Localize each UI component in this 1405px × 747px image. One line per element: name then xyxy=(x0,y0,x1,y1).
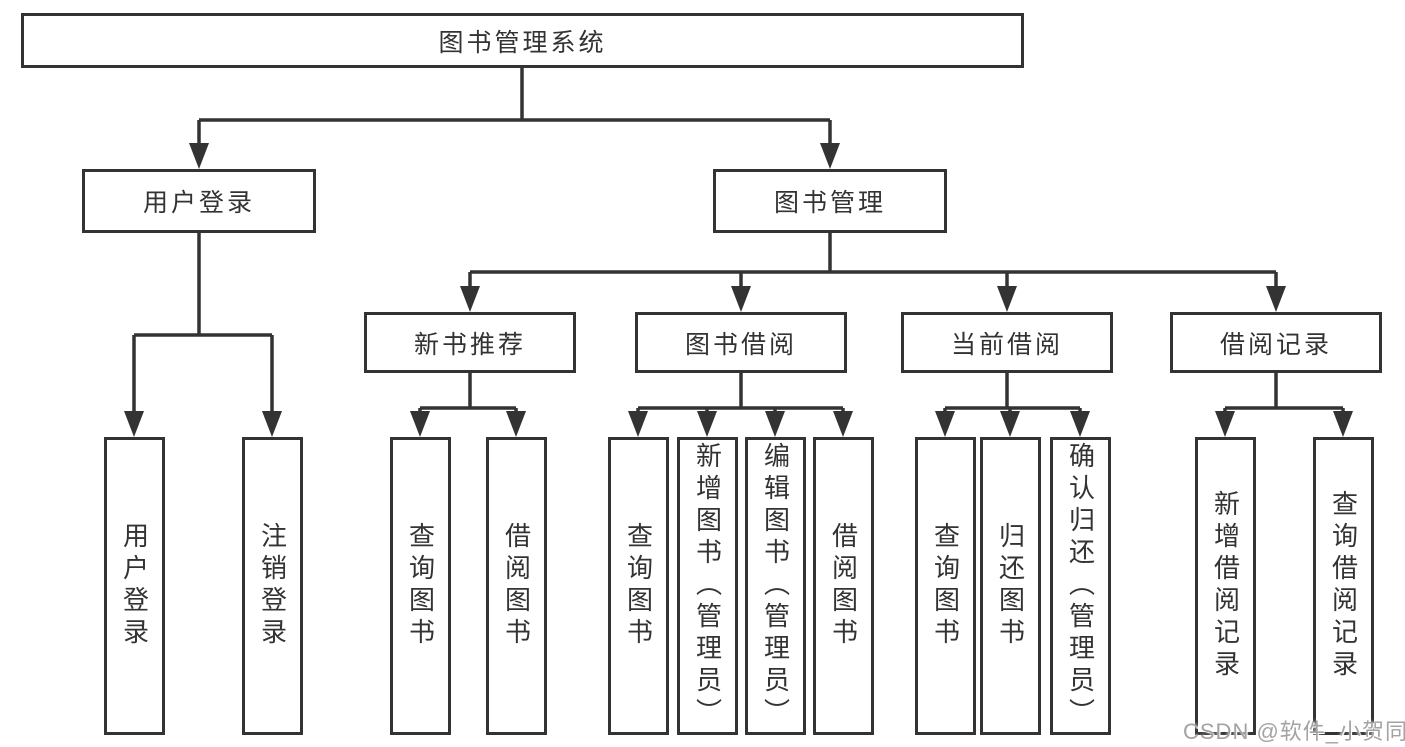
leaf-borrow-books-label: 借阅图书 xyxy=(828,522,859,650)
leaf-query-books-current: 查询图书 xyxy=(915,437,976,735)
leaf-confirm-return-admin-label: 确认归还（管理员） xyxy=(1065,442,1096,730)
leaf-edit-book-admin-label: 编辑图书（管理员） xyxy=(760,442,791,730)
node-book-borrow: 图书借阅 xyxy=(635,312,847,373)
node-book-management: 图书管理 xyxy=(713,169,947,233)
leaf-return-books: 归还图书 xyxy=(980,437,1041,735)
leaf-add-book-admin: 新增图书（管理员） xyxy=(677,437,738,735)
leaf-add-book-admin-label: 新增图书（管理员） xyxy=(692,442,723,730)
leaf-borrow-books-recommend-label: 借阅图书 xyxy=(501,522,532,650)
leaf-query-books-current-label: 查询图书 xyxy=(930,522,961,650)
node-user-login: 用户登录 xyxy=(82,169,316,233)
tree-edges xyxy=(132,68,1345,416)
node-current-borrow: 当前借阅 xyxy=(901,312,1113,373)
arrowheads xyxy=(124,143,1353,437)
leaf-logout-label: 注销登录 xyxy=(257,522,288,650)
node-new-book-recommend: 新书推荐 xyxy=(364,312,576,373)
leaf-add-borrow-record: 新增借阅记录 xyxy=(1195,437,1256,735)
leaf-query-books-recommend-label: 查询图书 xyxy=(405,522,436,650)
leaf-user-login-label: 用户登录 xyxy=(119,522,150,650)
leaf-confirm-return-admin: 确认归还（管理员） xyxy=(1050,437,1111,735)
leaf-query-borrow-record-label: 查询借阅记录 xyxy=(1328,490,1359,682)
node-new-book-recommend-label: 新书推荐 xyxy=(413,330,526,359)
leaf-query-borrow-record: 查询借阅记录 xyxy=(1313,437,1374,735)
node-root-label: 图书管理系统 xyxy=(438,28,607,57)
watermark: CSDN @软件_小贺同学 xyxy=(1183,719,1405,744)
leaf-borrow-books: 借阅图书 xyxy=(813,437,874,735)
leaf-edit-book-admin: 编辑图书（管理员） xyxy=(745,437,806,735)
node-borrow-records: 借阅记录 xyxy=(1170,312,1382,373)
leaf-query-books-borrow-label: 查询图书 xyxy=(623,522,654,650)
leaf-query-books-recommend: 查询图书 xyxy=(390,437,451,735)
node-book-management-label: 图书管理 xyxy=(773,189,886,217)
leaf-logout: 注销登录 xyxy=(242,437,303,735)
leaf-borrow-books-recommend: 借阅图书 xyxy=(486,437,547,735)
leaf-user-login: 用户登录 xyxy=(104,437,165,735)
leaf-return-books-label: 归还图书 xyxy=(995,522,1026,650)
node-current-borrow-label: 当前借阅 xyxy=(950,330,1063,359)
leaf-add-borrow-record-label: 新增借阅记录 xyxy=(1210,490,1241,682)
node-root: 图书管理系统 xyxy=(21,13,1024,68)
node-user-login-label: 用户登录 xyxy=(142,189,255,217)
leaf-query-books-borrow: 查询图书 xyxy=(608,437,669,735)
node-borrow-records-label: 借阅记录 xyxy=(1219,330,1332,359)
node-book-borrow-label: 图书借阅 xyxy=(684,330,797,359)
